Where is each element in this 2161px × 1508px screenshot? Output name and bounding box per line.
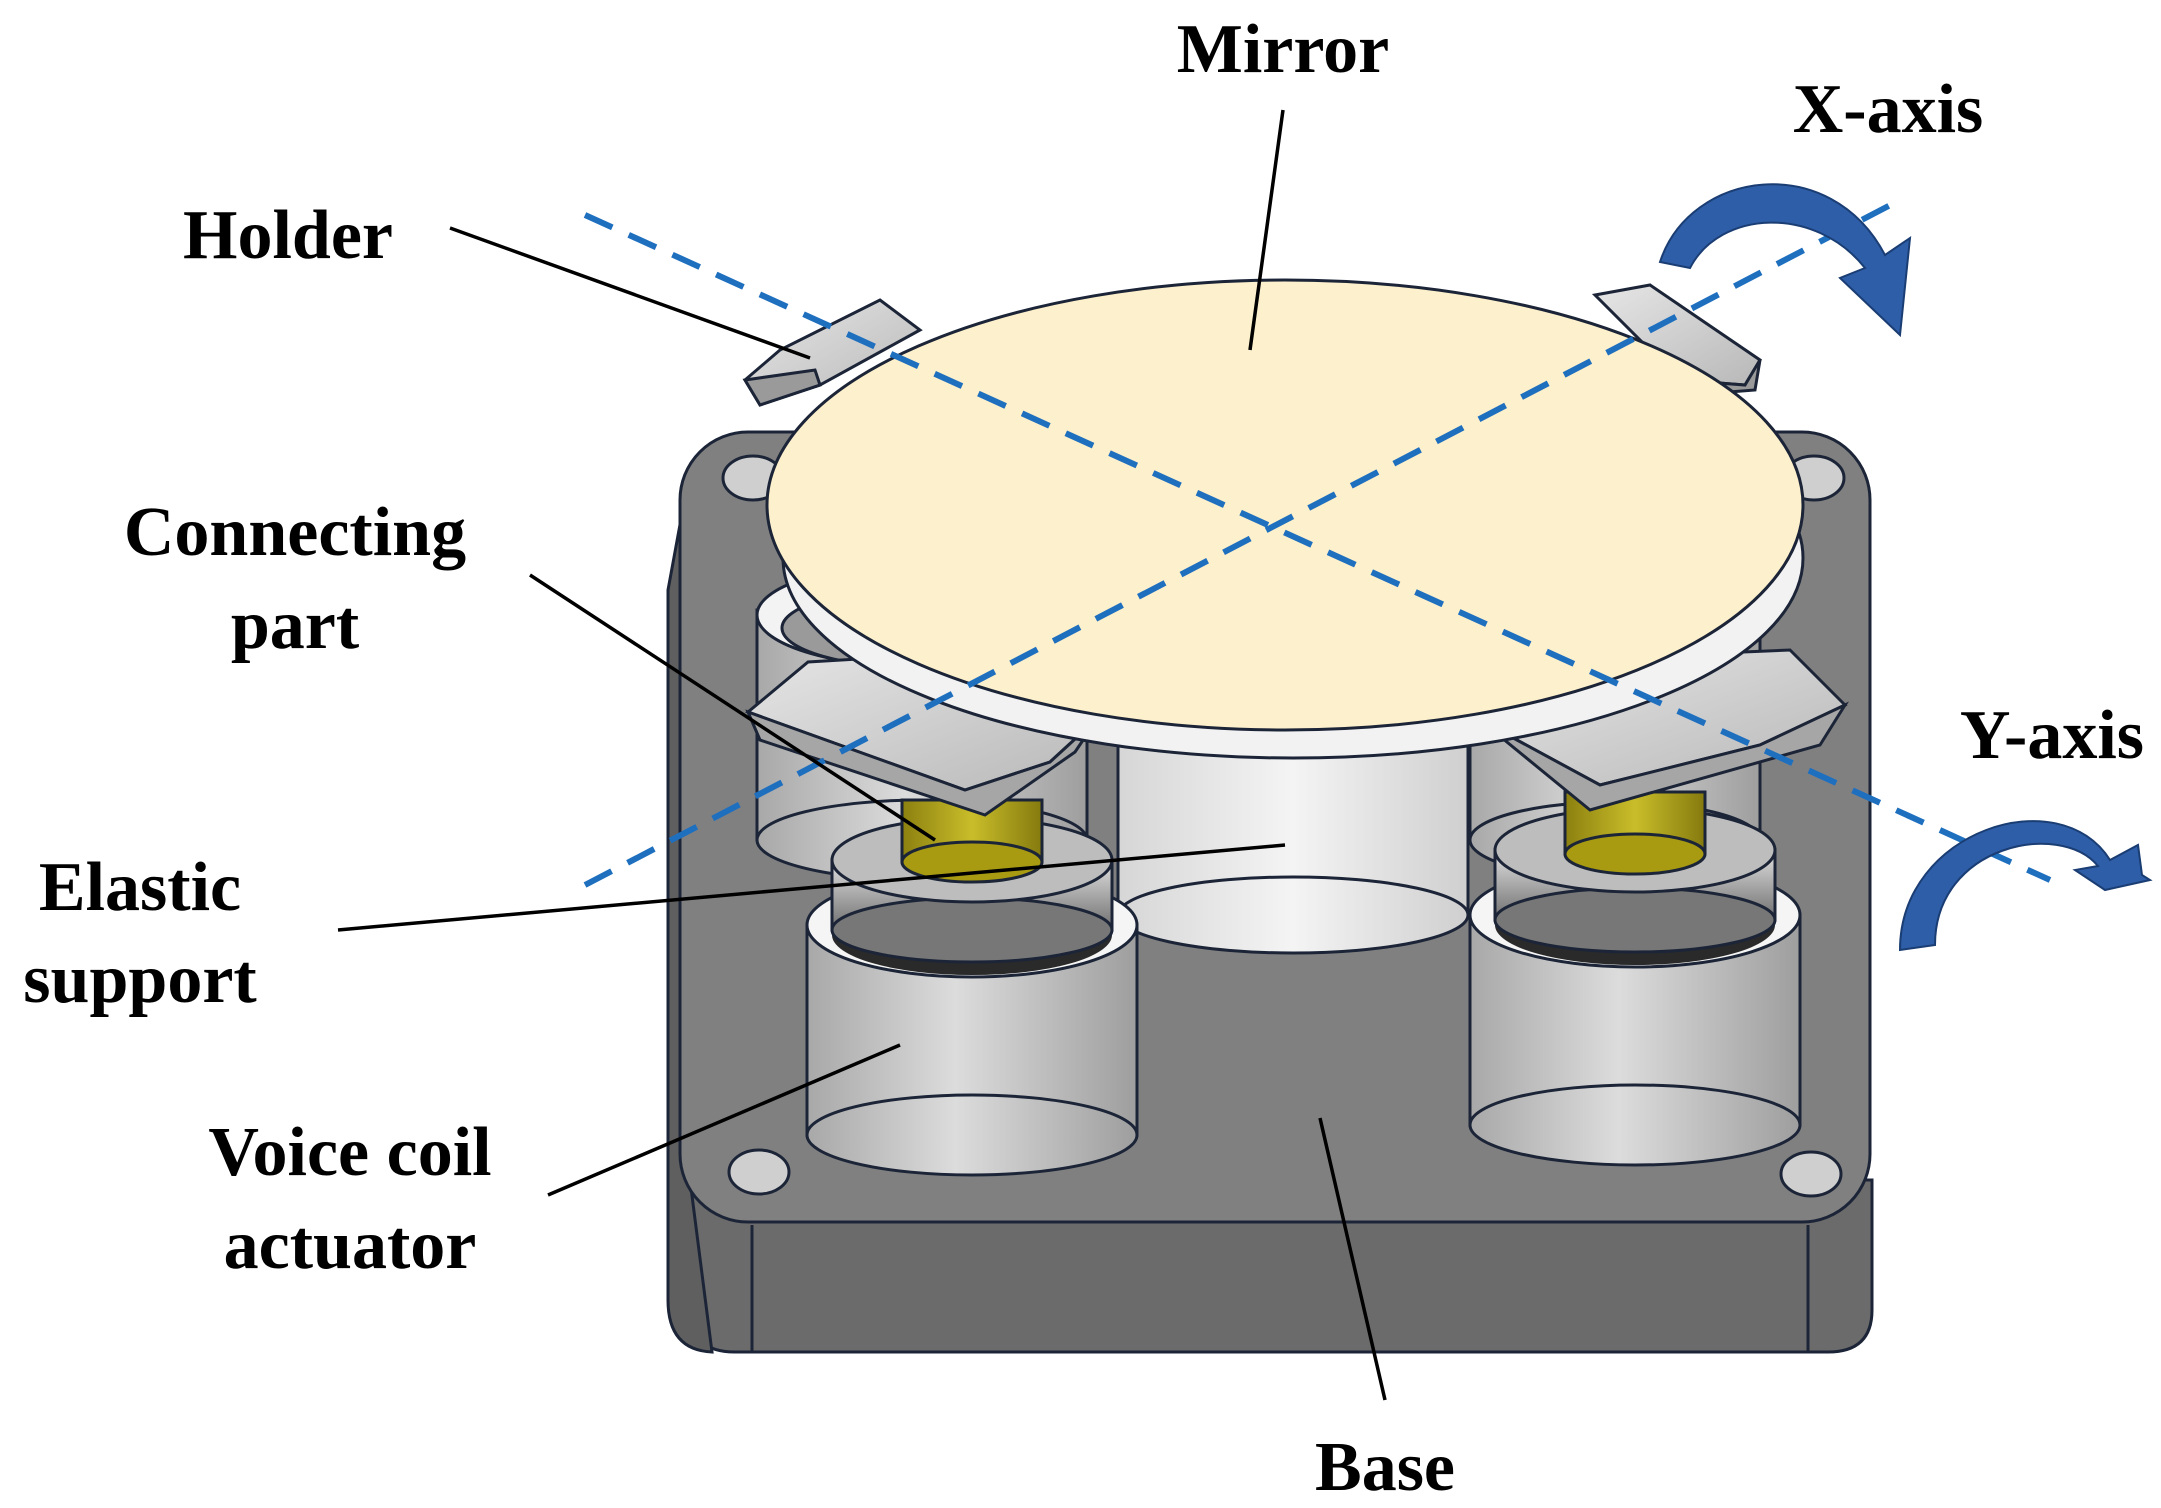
elastic-support-label-line2: support xyxy=(23,941,256,1018)
mirror-leader xyxy=(1248,109,1285,351)
mounting-hole xyxy=(727,1148,791,1196)
elastic-support-label-line1: Elastic xyxy=(39,849,241,926)
mirror-label: Mirror xyxy=(1177,11,1389,88)
x-axis-line xyxy=(583,197,1902,888)
x-axis-rotation-arrow xyxy=(1658,183,1912,338)
elastic-support-leader xyxy=(337,843,1286,932)
y-axis-rotation-arrow xyxy=(1898,820,2153,952)
x-axis-label: X-axis xyxy=(1793,71,1984,148)
holder-label: Holder xyxy=(183,197,393,274)
mirror-face xyxy=(765,278,1805,732)
y-axis-line xyxy=(583,212,2052,883)
voice-coil-leader xyxy=(547,1043,901,1197)
connecting-part-leader xyxy=(529,573,936,842)
connecting-part-label-line2: part xyxy=(231,587,359,664)
voice-coil-label-line1: Voice coil xyxy=(208,1114,491,1191)
base-label: Base xyxy=(1315,1429,1455,1506)
voice-coil-label-line2: actuator xyxy=(224,1207,477,1284)
y-axis-label: Y-axis xyxy=(1960,697,2144,774)
mirror xyxy=(765,278,1805,760)
connecting-part-front-left xyxy=(900,798,1044,884)
holder-back-left xyxy=(742,298,923,407)
mounting-hole xyxy=(1779,1150,1843,1198)
base-leader xyxy=(1318,1117,1387,1401)
connecting-part-label-line1: Connecting xyxy=(124,494,466,571)
holder-leader xyxy=(449,226,811,360)
